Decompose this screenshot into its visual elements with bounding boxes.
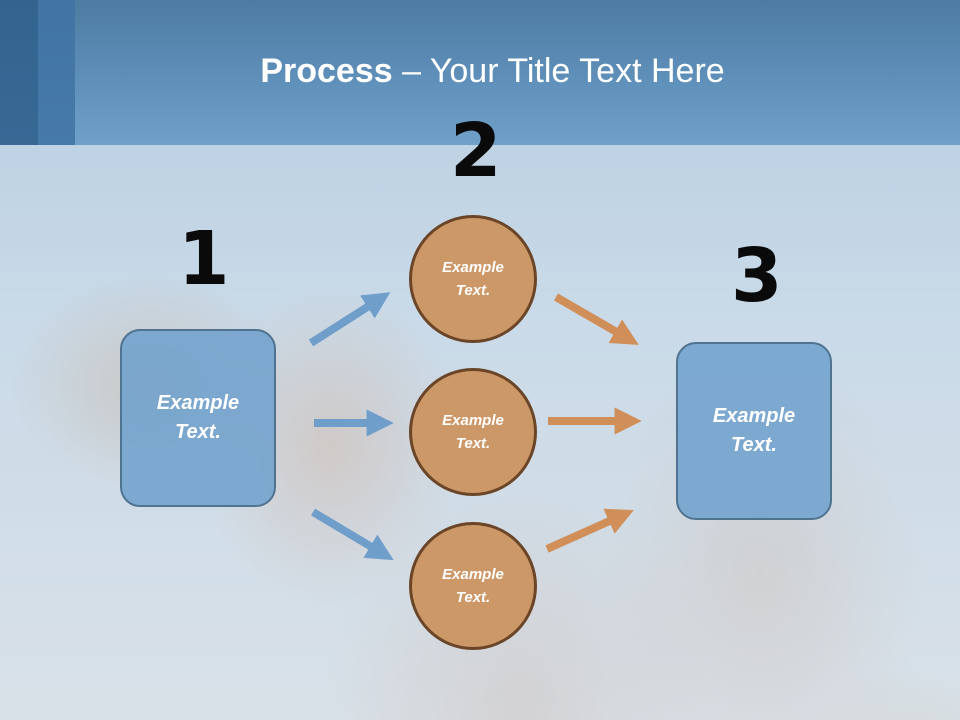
step-2-circle-top: Example Text.: [409, 215, 537, 343]
step-2-circle-middle: Example Text.: [409, 368, 537, 496]
step-1-box: Example Text.: [120, 329, 276, 507]
step-2-number: 2: [450, 108, 502, 194]
arrow-down-right-blue: [310, 508, 394, 561]
step-1-text: Example Text.: [156, 392, 240, 443]
page-title: Process – Your Title Text Here: [0, 52, 960, 91]
title-band-accent: [0, 0, 38, 145]
step-2-circle-bottom: Example Text.: [409, 522, 537, 650]
arrow-up-right-blue: [308, 292, 391, 347]
step-2-circle-text: Example Text.: [442, 412, 504, 452]
title-band-accent: [38, 0, 75, 145]
step-2-circle-text: Example Text.: [442, 566, 504, 606]
title-band: Process – Your Title Text Here: [0, 0, 960, 145]
step-3-box: Example Text.: [676, 342, 832, 520]
title-rest: – Your Title Text Here: [392, 52, 725, 90]
step-2-circle-text: Example Text.: [442, 259, 504, 299]
arrow-up-right-orange: [545, 508, 634, 553]
title-bold: Process: [260, 52, 393, 90]
arrow-down-right-orange: [553, 293, 639, 345]
step-3-number: 3: [731, 233, 783, 319]
step-1-number: 1: [178, 216, 230, 302]
step-3-text: Example Text.: [712, 405, 796, 456]
